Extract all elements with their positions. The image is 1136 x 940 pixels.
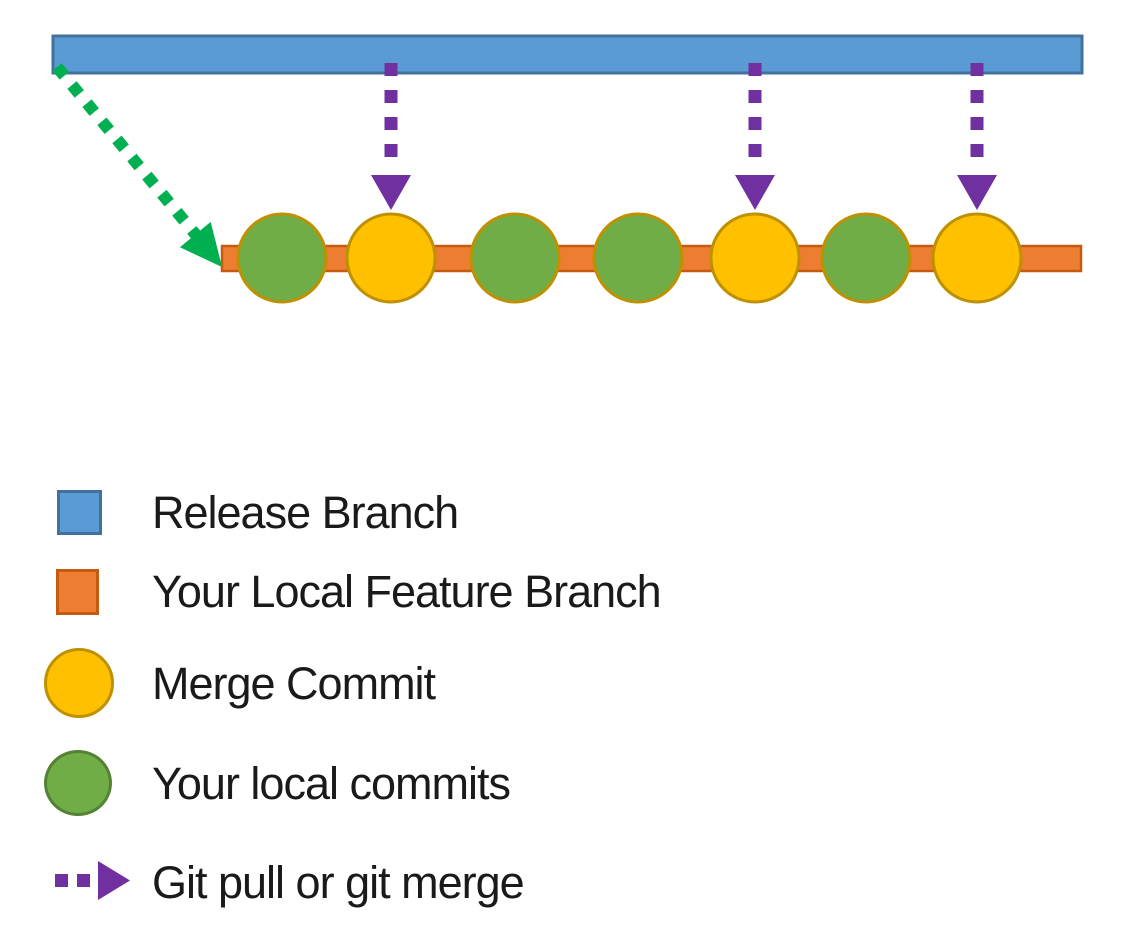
pull-arrow-dash [55,874,68,887]
local-commit-node [236,212,328,304]
feature-branch-swatch [56,569,99,615]
pull-merge-arrow-icon [55,861,131,901]
legend-label-release-branch: Release Branch [152,487,459,538]
legend-label-local-commits: Your local commits [152,758,511,809]
pull-arrow-dash [77,874,90,887]
release-branch-bar [51,34,1084,75]
checkout-arrow-head [179,221,222,267]
merge-arrow-head [735,175,775,210]
merge-arrows [371,63,997,210]
local-commit-swatch [44,750,112,816]
local-commit-node [820,212,912,304]
pull-arrow-head [98,861,130,900]
merge-commit-node [931,212,1023,304]
commit-nodes [236,212,1023,304]
release-branch-swatch [57,490,102,535]
checkout-arrow [52,63,222,267]
merge-arrow-head [957,175,997,210]
merge-commit-node [345,212,437,304]
branch-diagram [51,34,1084,304]
legend-label-merge-commit: Merge Commit [152,658,436,709]
local-commit-node [469,212,561,304]
merge-arrow-head [371,175,411,210]
merge-commit-swatch [44,648,114,718]
merge-commit-node [709,212,801,304]
local-commit-node [592,212,684,304]
legend-label-pull-merge: Git pull or git merge [152,857,525,908]
legend-label-feature-branch: Your Local Feature Branch [152,566,662,617]
